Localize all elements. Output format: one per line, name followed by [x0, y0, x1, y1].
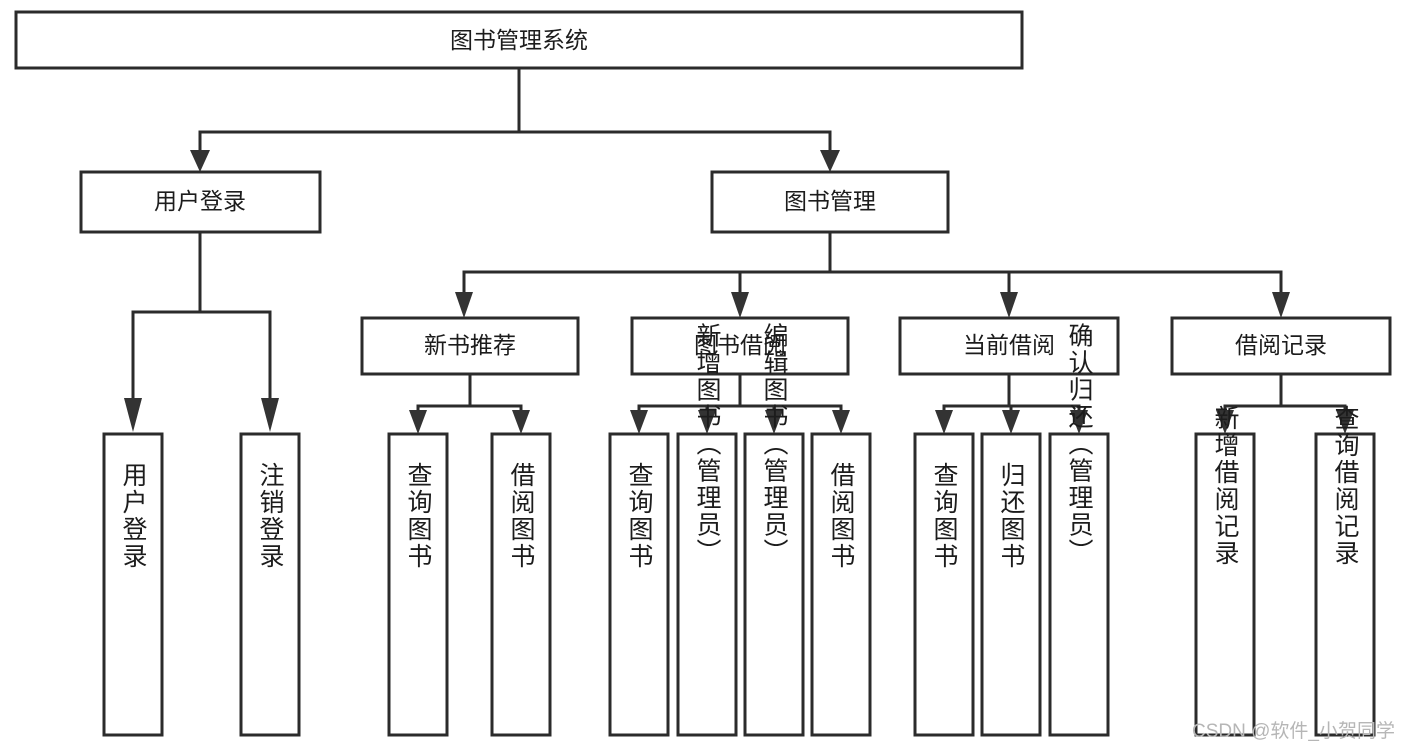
leaf-box[interactable] [1314, 432, 1376, 737]
leaf-label: 用户登录 [119, 462, 148, 570]
leaf-current-borrow-2[interactable]: 归还图书 [980, 432, 1042, 737]
arrow-bb-leaf-2 [698, 410, 716, 434]
leaf-new-book-rec-2[interactable]: 借阅图书 [490, 432, 552, 737]
arrow-br-leaf-1 [1216, 410, 1234, 434]
node-current-borrow-label: 当前借阅 [963, 332, 1055, 358]
leaf-label: 借阅图书 [507, 462, 536, 570]
arrow-user-login-leaf-1 [124, 398, 142, 432]
arrow-to-current-borrow [1000, 292, 1018, 318]
arrow-bb-leaf-3 [765, 410, 783, 434]
leaf-label: 查询借阅记录 [1331, 405, 1360, 567]
leaf-label: 注销登录 [256, 462, 285, 570]
leaf-label: 查询图书 [625, 462, 654, 570]
node-new-book-rec[interactable]: 新书推荐 [360, 316, 580, 376]
leaf-box[interactable] [239, 432, 301, 737]
arrow-bb-leaf-1 [630, 410, 648, 434]
node-user-login[interactable]: 用户登录 [79, 170, 322, 234]
node-book-manage-label: 图书管理 [784, 188, 876, 214]
leaf-box[interactable] [1194, 432, 1256, 737]
arrow-to-book-borrow [731, 292, 749, 318]
leaf-box[interactable] [913, 432, 975, 737]
leaf-label: 归还图书 [997, 462, 1026, 570]
node-root[interactable]: 图书管理系统 [14, 10, 1024, 70]
leaf-new-book-rec-1[interactable]: 查询图书 [387, 432, 449, 737]
leaf-book-borrow-4[interactable]: 借阅图书 [810, 432, 872, 737]
arrow-br-leaf-2 [1336, 410, 1354, 434]
leaf-label: 借阅图书 [827, 462, 856, 570]
leaf-label: 新增图书（管理员） [693, 323, 722, 566]
arrow-nbr-leaf-2 [512, 410, 530, 434]
node-user-login-label: 用户登录 [154, 188, 246, 214]
node-book-borrow-label: 图书借阅 [694, 332, 786, 358]
arrow-cb-leaf-2 [1002, 410, 1020, 434]
node-borrow-record-label: 借阅记录 [1235, 332, 1327, 358]
arrow-cb-leaf-3 [1070, 410, 1088, 434]
node-book-manage-box[interactable] [710, 170, 950, 234]
leaf-box[interactable] [676, 432, 738, 737]
leaf-book-borrow-2[interactable]: 新增图书（管理员） [676, 323, 738, 737]
node-book-borrow[interactable]: 图书借阅 [630, 316, 850, 376]
node-book-manage[interactable]: 图书管理 [710, 170, 950, 234]
connector-layer [124, 66, 1354, 434]
leaf-box[interactable] [810, 432, 872, 737]
leaf-book-borrow-3[interactable]: 编辑图书（管理员） [743, 323, 805, 737]
node-current-borrow[interactable]: 当前借阅 [898, 316, 1120, 376]
arrow-bb-leaf-4 [832, 410, 850, 434]
leaf-borrow-record-1[interactable]: 新增借阅记录 [1194, 405, 1256, 737]
leaf-box[interactable] [980, 432, 1042, 737]
node-current-borrow-box[interactable] [898, 316, 1120, 376]
arrow-to-book-manage [820, 150, 840, 172]
leaf-box[interactable] [608, 432, 670, 737]
leaf-current-borrow-1[interactable]: 查询图书 [913, 432, 975, 737]
arrow-to-borrow-record [1272, 292, 1290, 318]
arrow-user-login-leaf-2 [261, 398, 279, 432]
arrow-cb-leaf-1 [935, 410, 953, 434]
leaf-box[interactable] [102, 432, 164, 737]
node-root-box[interactable] [14, 10, 1024, 70]
leaf-label: 编辑图书（管理员） [760, 323, 789, 566]
leaf-box[interactable] [743, 432, 805, 737]
node-user-login-box[interactable] [79, 170, 322, 234]
leaf-borrow-record-2[interactable]: 查询借阅记录 [1314, 405, 1376, 737]
leaf-box[interactable] [490, 432, 552, 737]
leaf-box[interactable] [1048, 432, 1110, 737]
leaf-label: 确认归还（管理员） [1065, 323, 1094, 566]
leaf-current-borrow-3[interactable]: 确认归还（管理员） [1048, 323, 1110, 737]
leaf-label: 查询图书 [404, 462, 433, 570]
leaf-user-login-1[interactable]: 用户登录 [102, 432, 164, 737]
leaf-box[interactable] [387, 432, 449, 737]
leaf-user-login-2[interactable]: 注销登录 [239, 432, 301, 737]
node-borrow-record[interactable]: 借阅记录 [1170, 316, 1392, 376]
csdn-watermark: CSDN @软件_小贺同学 [1192, 721, 1395, 742]
node-borrow-record-box[interactable] [1170, 316, 1392, 376]
arrow-to-user-login [190, 150, 210, 172]
node-root-label: 图书管理系统 [450, 27, 588, 53]
node-new-book-rec-label: 新书推荐 [424, 332, 516, 358]
leaf-label: 查询图书 [930, 462, 959, 570]
leaf-book-borrow-1[interactable]: 查询图书 [608, 432, 670, 737]
node-book-borrow-box[interactable] [630, 316, 850, 376]
arrow-to-new-book-rec [455, 292, 473, 318]
arrow-nbr-leaf-1 [409, 410, 427, 434]
node-new-book-rec-box[interactable] [360, 316, 580, 376]
leaf-label: 新增借阅记录 [1211, 405, 1240, 567]
